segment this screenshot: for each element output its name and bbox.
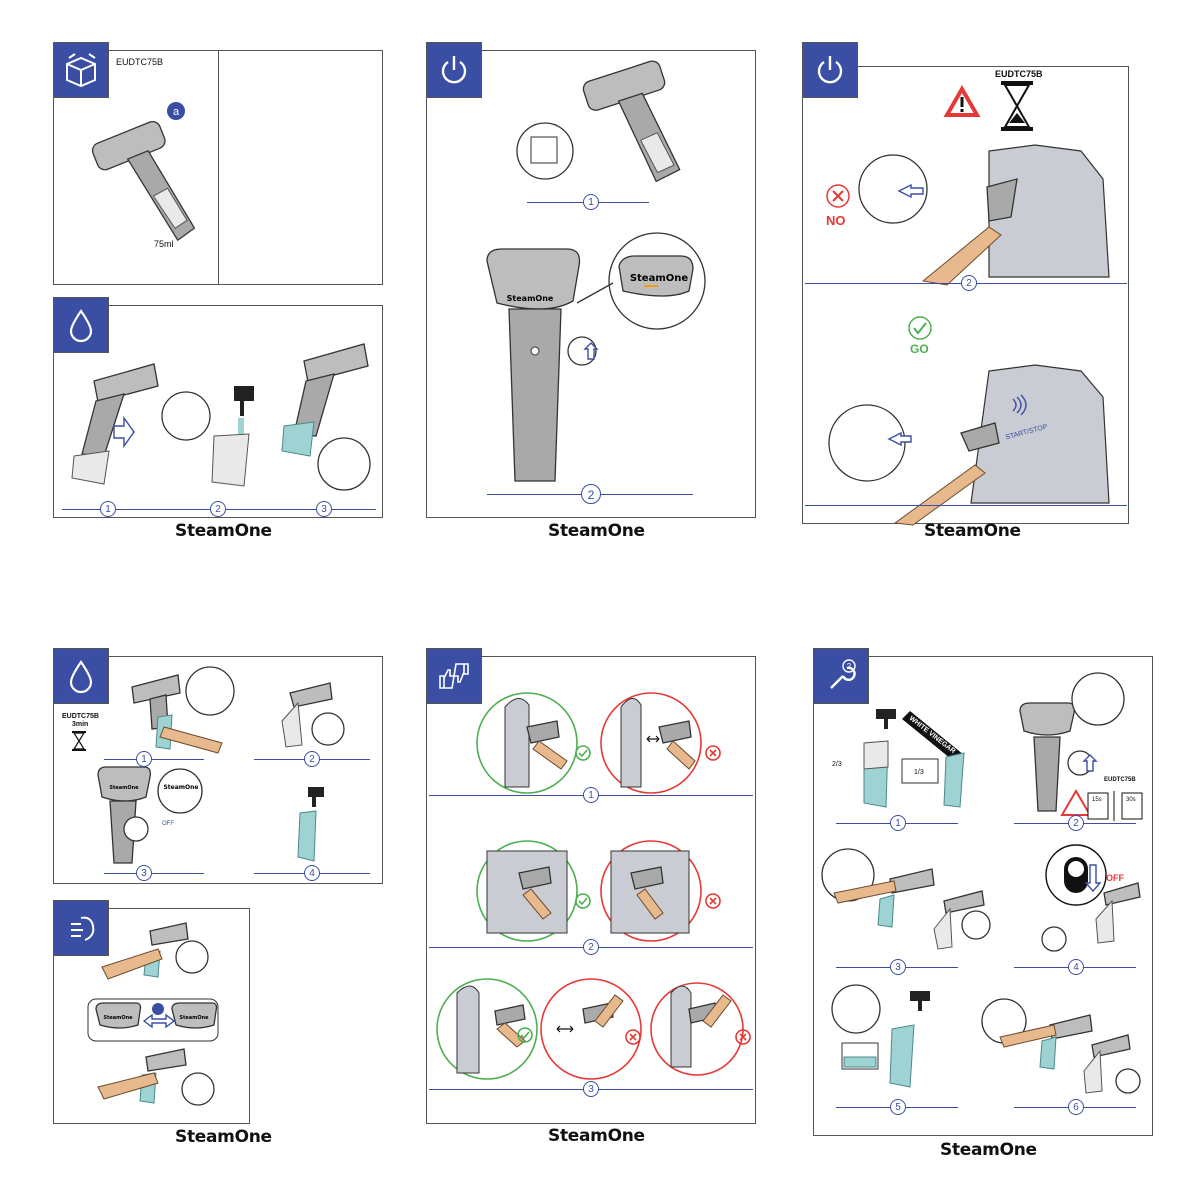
step-number: 1 bbox=[583, 787, 599, 803]
step-number: 2 bbox=[1068, 815, 1084, 831]
hourglass-icon bbox=[1001, 81, 1033, 131]
model-label: EUDTC75B bbox=[1104, 777, 1136, 783]
steamer-illustration: a bbox=[91, 102, 196, 242]
step-line bbox=[104, 873, 204, 874]
warning-icon bbox=[943, 84, 981, 117]
brand-logo: SteamOne bbox=[175, 521, 272, 541]
step-number: 1 bbox=[100, 501, 116, 517]
step-number: 2 bbox=[961, 275, 977, 291]
display-brand: SteamOne bbox=[507, 294, 554, 303]
model-label: EUDTC75B bbox=[995, 69, 1043, 79]
panel-divider bbox=[218, 51, 219, 284]
brand-logo: SteamOne bbox=[940, 1140, 1037, 1160]
svg-text:SteamOne: SteamOne bbox=[163, 784, 198, 791]
plug-in-illustration: SteamOne SteamOne bbox=[486, 60, 706, 482]
step-number: 1 bbox=[583, 194, 599, 210]
refill-illustrations: SteamOne SteamOne bbox=[97, 666, 345, 864]
step-number: 5 bbox=[890, 1099, 906, 1115]
fill-step-illustrations bbox=[71, 343, 371, 491]
go-label: GO bbox=[910, 342, 929, 356]
step-number: 3 bbox=[136, 865, 152, 881]
model-label: EUDTC75B bbox=[116, 57, 164, 67]
step-number: 2 bbox=[210, 501, 226, 517]
descaling-panel: WHITE VINEGAR 2/3 1/3 EUDTC75B 15s 30s O… bbox=[813, 656, 1153, 1136]
step-number: 2 bbox=[304, 751, 320, 767]
time-15s: 15s bbox=[1092, 797, 1102, 803]
svg-text:SteamOne: SteamOne bbox=[103, 1015, 133, 1021]
descaling-illustrations bbox=[821, 672, 1143, 1094]
power-icon bbox=[802, 42, 858, 98]
brand-logo: SteamOne bbox=[924, 521, 1021, 541]
off-label: OFF bbox=[162, 821, 174, 827]
brand-logo: SteamOne bbox=[548, 1126, 645, 1146]
model-label: EUDTC75B bbox=[62, 713, 99, 720]
water-drop-icon bbox=[53, 648, 109, 704]
step-number: 4 bbox=[1068, 959, 1084, 975]
brand-logo: SteamOne bbox=[548, 521, 645, 541]
interval-label: 2 bbox=[847, 662, 852, 671]
steamer-front-view bbox=[486, 232, 706, 482]
box-icon bbox=[53, 42, 109, 98]
step-number: 6 bbox=[1068, 1099, 1084, 1115]
time-30s: 30s bbox=[1126, 797, 1136, 803]
wrench-icon: 2 bbox=[813, 648, 869, 704]
step-number: 3 bbox=[890, 959, 906, 975]
step-number: 2 bbox=[583, 939, 599, 955]
step1-remove-tank bbox=[71, 363, 159, 485]
off-label: OFF bbox=[1106, 873, 1124, 883]
step-number: 1 bbox=[136, 751, 152, 767]
water-drop-icon bbox=[53, 297, 109, 353]
no-icon bbox=[826, 184, 850, 208]
step-line bbox=[104, 759, 204, 760]
step2-fill-tap bbox=[161, 386, 254, 487]
power-icon bbox=[426, 42, 482, 98]
svg-text:SteamOne: SteamOne bbox=[109, 785, 139, 791]
step-number: 4 bbox=[304, 865, 320, 881]
do-dont-illustrations bbox=[436, 692, 751, 1080]
display-brand: SteamOne bbox=[630, 273, 689, 284]
steam-control-illustrations: SteamOne SteamOne bbox=[87, 922, 219, 1106]
step-number: 3 bbox=[316, 501, 332, 517]
fill-1-3-label: 1/3 bbox=[914, 769, 924, 776]
hourglass-icon bbox=[72, 731, 86, 751]
shirt-steam-illustration bbox=[828, 144, 1110, 526]
power-on-panel: SteamOne SteamOne 1 2 bbox=[426, 50, 756, 518]
step-number: 3 bbox=[583, 1081, 599, 1097]
thumbs-up-down-icon bbox=[426, 648, 482, 704]
brand-logo: SteamOne bbox=[175, 1127, 272, 1147]
do-dont-panel: 1 2 3 bbox=[426, 656, 756, 1124]
svg-text:SteamOne: SteamOne bbox=[179, 1015, 209, 1021]
go-icon bbox=[908, 316, 932, 340]
capacity-label: 75ml bbox=[154, 239, 174, 249]
no-label: NO bbox=[826, 213, 846, 228]
step-number: 2 bbox=[581, 484, 601, 504]
steam-usage-panel: EUDTC75B NO GO START/STOP 2 bbox=[802, 66, 1129, 526]
fill-2-3-label: 2/3 bbox=[832, 761, 842, 768]
step-line bbox=[805, 505, 1127, 506]
step3-insert-tank bbox=[281, 343, 371, 491]
step-number: 1 bbox=[890, 815, 906, 831]
steam-icon bbox=[53, 900, 109, 956]
time-label: 3min bbox=[72, 721, 89, 728]
callout-a: a bbox=[173, 106, 180, 118]
